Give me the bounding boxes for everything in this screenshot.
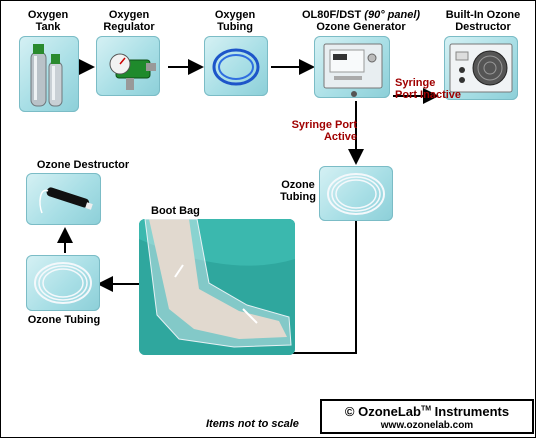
label-ozone-generator: OL80F/DST (90° panel) Ozone Generator xyxy=(301,9,421,33)
builtin-destructor-image xyxy=(444,36,518,100)
oxygen-tank-image xyxy=(19,36,79,112)
ozone-destructor-image xyxy=(26,173,101,225)
ozone-generator-image xyxy=(314,36,390,98)
boot-bag-image xyxy=(139,219,295,355)
credit-title: © OzoneLabTM Instruments xyxy=(344,404,510,419)
credit-box: © OzoneLabTM Instruments www.ozonelab.co… xyxy=(320,399,534,434)
label-ozone-tubing-left: Ozone Tubing xyxy=(27,314,101,326)
ozone-tubing-left-image xyxy=(26,255,100,311)
scale-note: Items not to scale xyxy=(206,418,299,430)
label-boot-bag: Boot Bag xyxy=(151,205,200,217)
oxygen-regulator-image xyxy=(96,36,160,96)
label-ozone-destructor: Ozone Destructor xyxy=(36,159,130,171)
ozone-tubing-right-image xyxy=(319,166,393,221)
credit-url: www.ozonelab.com xyxy=(380,420,474,431)
oxygen-tubing-image xyxy=(204,36,268,96)
